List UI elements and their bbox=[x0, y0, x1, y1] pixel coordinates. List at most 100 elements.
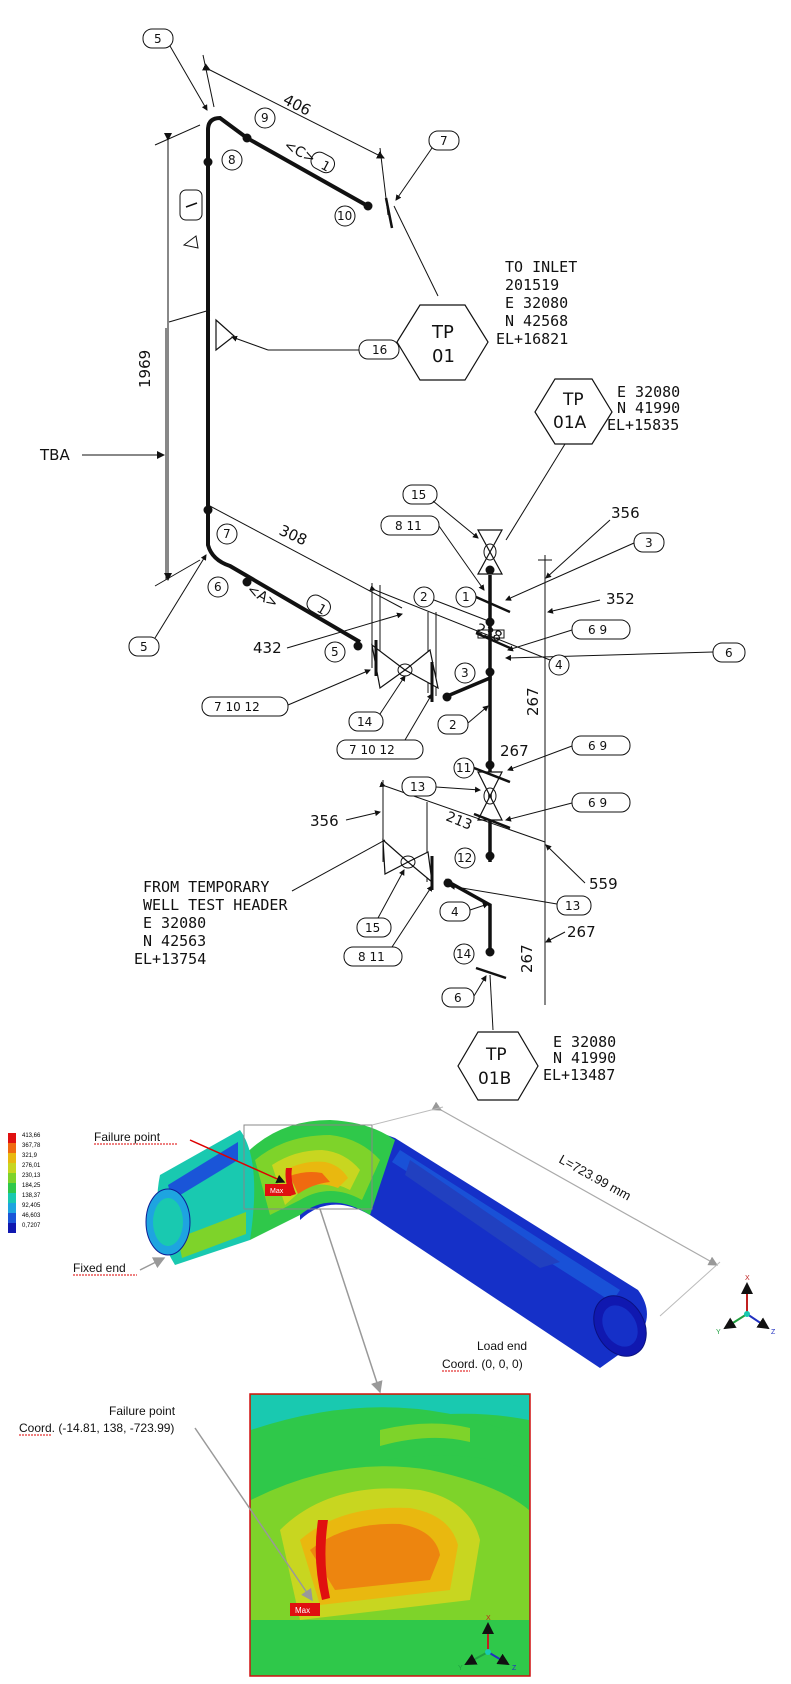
dim-432: 432 bbox=[253, 639, 282, 657]
callout-6-9-a: 6 9 bbox=[588, 623, 607, 637]
legend-value-8: 46,603 bbox=[22, 1213, 41, 1219]
header-note-2: E 32080 bbox=[143, 914, 206, 932]
axis-x-label: X bbox=[745, 1275, 750, 1282]
node-6: 6 bbox=[214, 580, 222, 594]
callout-8-11-top: 8 11 bbox=[395, 519, 422, 533]
dim-356-left: 356 bbox=[310, 812, 339, 830]
callout-4: 4 bbox=[451, 905, 459, 919]
dim-406: 406 bbox=[280, 91, 314, 120]
tp01a-coord-0: E 32080 bbox=[617, 383, 680, 401]
tp01b-coord-2: EL+13487 bbox=[543, 1066, 615, 1084]
node-8: 8 bbox=[228, 153, 236, 167]
zoom-axis-z: Z bbox=[512, 1665, 517, 1672]
tp01b-line1: TP bbox=[485, 1045, 507, 1065]
callout-6-9-c: 6 9 bbox=[588, 796, 607, 810]
axis-triad-main: X Z Y bbox=[716, 1275, 776, 1336]
legend-value-6: 138,37 bbox=[22, 1193, 41, 1199]
header-note-0: FROM TEMPORARY bbox=[143, 878, 269, 896]
dim-267-b: 267 bbox=[500, 742, 529, 760]
axis-y-label: Y bbox=[716, 1329, 721, 1336]
zoom-axis-x: X bbox=[486, 1615, 491, 1622]
dim-267-d: 267 bbox=[567, 923, 596, 941]
length-label: L=723.99 mm bbox=[557, 1152, 634, 1204]
dim-356-top: 356 bbox=[611, 504, 640, 522]
tp01-line2: 01 bbox=[432, 346, 455, 367]
dim-1969: 1969 bbox=[136, 350, 154, 388]
node-10: 10 bbox=[337, 209, 352, 223]
node-5: 5 bbox=[331, 645, 339, 659]
callout-13-bottom: 13 bbox=[565, 899, 580, 913]
callout-6-9-b: 6 9 bbox=[588, 739, 607, 753]
tp01a-line1: TP bbox=[562, 390, 584, 410]
tp01b-coord-0: E 32080 bbox=[553, 1033, 616, 1051]
node-14: 14 bbox=[456, 947, 471, 961]
fixed-end-label: Fixed end bbox=[73, 1261, 126, 1275]
isometric-drawing: 406 1969 TBA <C> 1 <A> 1 16 5 7 bbox=[39, 28, 746, 1101]
header-note-1: WELL TEST HEADER bbox=[143, 896, 288, 914]
dim-213: 213 bbox=[444, 809, 475, 834]
node-11: 11 bbox=[456, 761, 471, 775]
inlet-note-1: 201519 bbox=[505, 276, 559, 294]
stress-legend: 413,66 367,78 321,9 276,01 230,13 184,25… bbox=[8, 1133, 41, 1233]
callout-7-10-12-a: 7 10 12 bbox=[214, 700, 260, 714]
callout-15-bottom: 15 bbox=[365, 921, 380, 935]
legend-value-4: 230,13 bbox=[22, 1173, 41, 1179]
axis-z-label: Z bbox=[771, 1329, 776, 1336]
legend-value-7: 92,405 bbox=[22, 1203, 41, 1209]
max-tag: Max bbox=[270, 1188, 284, 1195]
header-note-4: EL+13754 bbox=[134, 950, 206, 968]
node-9: 9 bbox=[261, 111, 269, 125]
failure-point-label: Failure point bbox=[94, 1130, 161, 1144]
node-4-right: 4 bbox=[555, 658, 563, 672]
callout-16: 16 bbox=[372, 343, 387, 357]
tp01a-coord-2: EL+15835 bbox=[607, 416, 679, 434]
callout-2: 2 bbox=[449, 718, 457, 732]
inlet-note-2: E 32080 bbox=[505, 294, 568, 312]
fea-pipe-model: Max bbox=[145, 1120, 647, 1368]
tp01a-tag bbox=[534, 378, 613, 445]
zoom-max-tag: Max bbox=[295, 1606, 310, 1615]
callout-7-10-12-b: 7 10 12 bbox=[349, 743, 395, 757]
legend-value-2: 321,9 bbox=[22, 1153, 38, 1159]
dim-559: 559 bbox=[589, 875, 618, 893]
tp01b-tag bbox=[457, 1031, 539, 1101]
callout-7-top: 7 bbox=[440, 134, 448, 148]
legend-value-0: 413,66 bbox=[22, 1133, 41, 1139]
node-markers: 9 8 10 7 6 5 1 2 3 4 11 12 14 bbox=[203, 107, 570, 965]
tp01-tag bbox=[396, 304, 489, 381]
pipe-branch-2 bbox=[444, 675, 492, 750]
legend-value-5: 184,25 bbox=[22, 1183, 41, 1189]
callout-8-11-bottom: 8 11 bbox=[358, 950, 385, 964]
dim-352: 352 bbox=[606, 590, 635, 608]
header-note-3: N 42563 bbox=[143, 932, 206, 950]
pipe-route-lower bbox=[206, 510, 362, 644]
callout-3: 3 bbox=[645, 536, 653, 550]
callout-5-bottom: 5 bbox=[140, 640, 148, 654]
legend-value-3: 276,01 bbox=[22, 1163, 41, 1169]
node-12: 12 bbox=[457, 851, 472, 865]
callout-6-right: 6 bbox=[725, 646, 733, 660]
pipe-branch-4 bbox=[444, 878, 492, 952]
dim-267-c: 267 bbox=[518, 944, 536, 973]
zoom-failure-label: Failure point bbox=[109, 1404, 176, 1418]
fea-result: 413,66 367,78 321,9 276,01 230,13 184,25… bbox=[8, 1101, 776, 1677]
tp01-line1: TP bbox=[431, 322, 454, 343]
callout-13-top: 13 bbox=[410, 780, 425, 794]
tba-label: TBA bbox=[39, 446, 70, 464]
node-2: 2 bbox=[420, 590, 428, 604]
tp01b-coord-1: N 41990 bbox=[553, 1049, 616, 1067]
zoom-failure-coord: Coord. (-14.81, 138, -723.99) bbox=[19, 1421, 174, 1435]
tp01b-line2: 01B bbox=[478, 1069, 511, 1089]
node-7: 7 bbox=[223, 527, 231, 541]
legend-value-9: 0,7207 bbox=[22, 1223, 41, 1229]
load-end-label: Load end bbox=[477, 1339, 527, 1353]
tp01a-coord-1: N 41990 bbox=[617, 399, 680, 417]
pipe-route-upper bbox=[206, 115, 367, 510]
inlet-note-0: TO INLET bbox=[505, 258, 577, 276]
callout-5-top: 5 bbox=[154, 32, 162, 46]
node-3: 3 bbox=[461, 666, 469, 680]
load-end-coord: Coord. (0, 0, 0) bbox=[442, 1357, 523, 1371]
callout-15-top: 15 bbox=[411, 488, 426, 502]
segment-c-label: <C> bbox=[281, 137, 318, 167]
